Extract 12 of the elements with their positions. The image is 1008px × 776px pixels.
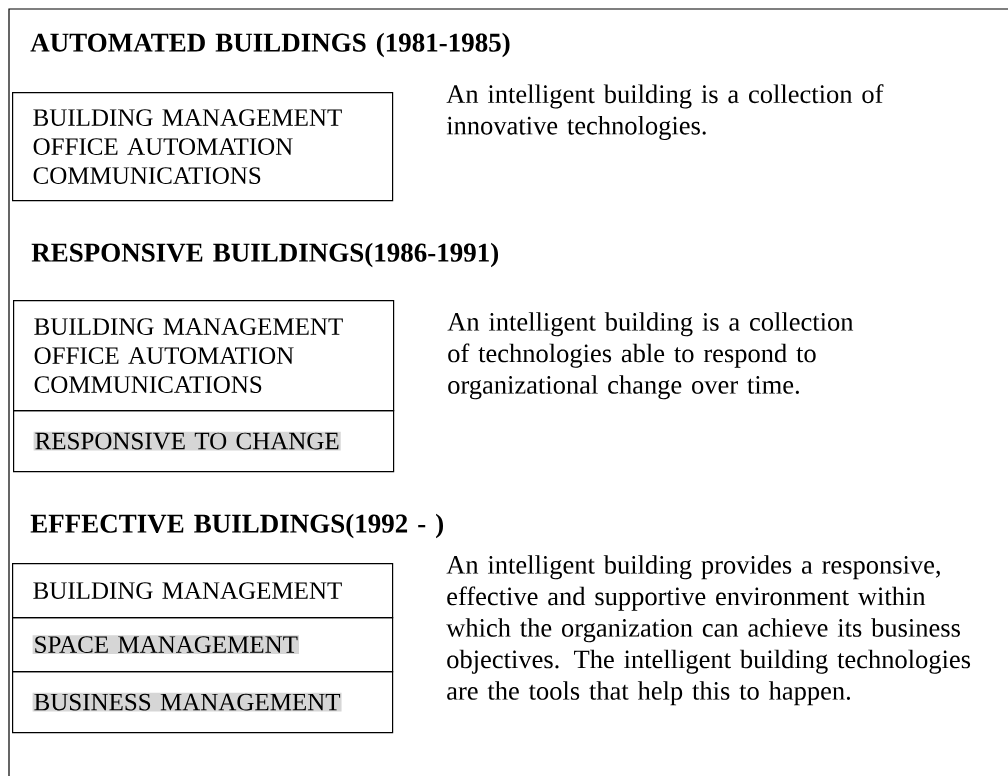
section-heading: AUTOMATED BUILDINGS (1981-1985) <box>30 32 510 58</box>
text-cell: BUILDING MANAGEMENT OFFICE AUTOMATION COMMUNICATIONS <box>12 92 394 202</box>
text-cell: BUILDING MANAGEMENT <box>12 563 394 619</box>
description-text: An intelligent building provides a responsive, effective and supportive environment within which the organization can achieve its business objectives. The intelligent building technologies are the tools that help this to happen. <box>446 555 971 706</box>
highlighted-cell: SPACE MANAGEMENT <box>12 617 394 673</box>
section-heading: EFFECTIVE BUILDINGS(1992 - ) <box>30 513 443 539</box>
highlighted-cell: BUSINESS MANAGEMENT <box>12 671 394 734</box>
description-text: An intelligent building is a collection of technologies able to respond to organizational change over time. <box>447 312 854 400</box>
highlighted-cell: RESPONSIVE TO CHANGE <box>13 410 395 473</box>
text-cell: BUILDING MANAGEMENT OFFICE AUTOMATION COMMUNICATIONS <box>13 300 395 412</box>
section-heading: RESPONSIVE BUILDINGS(1986-1991) <box>31 242 499 268</box>
description-text: An intelligent building is a collection of innovative technologies. <box>446 84 884 141</box>
